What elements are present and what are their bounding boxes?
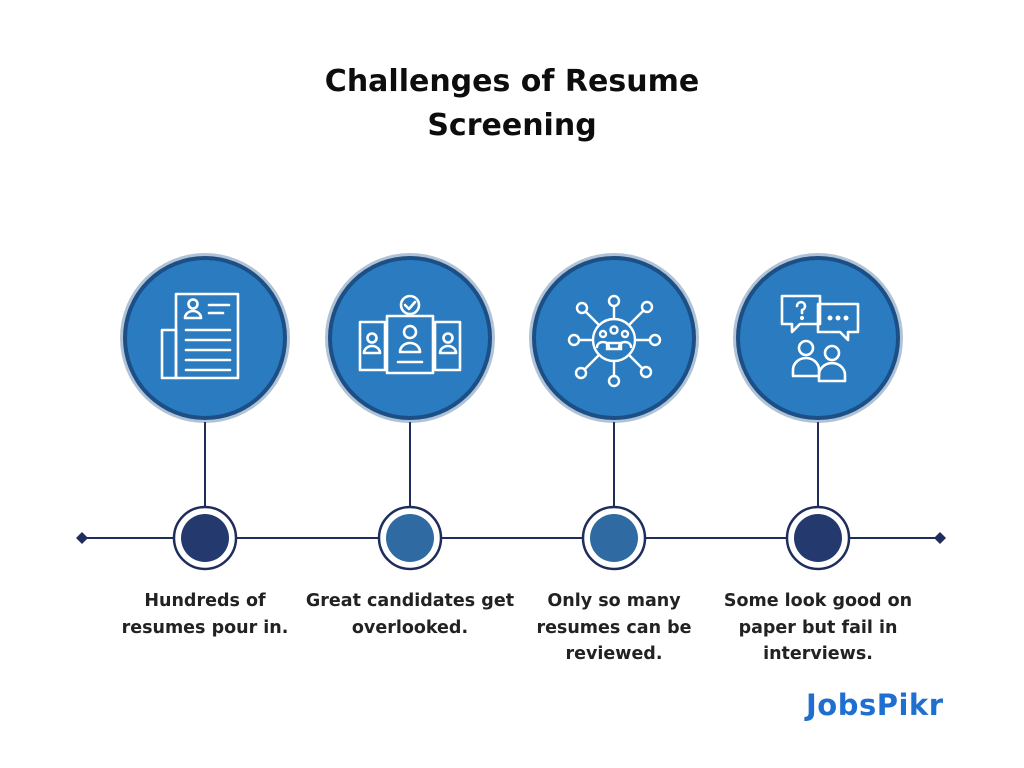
timeline-right-end-marker <box>934 532 946 544</box>
diagram-title: Challenges of Resume Screening <box>0 60 1024 148</box>
timeline-node-4 <box>785 505 851 571</box>
jobspikr-logo: JobsPikr <box>806 688 944 722</box>
step-circle-2 <box>325 253 495 423</box>
step-circle-4 <box>733 253 903 423</box>
step-circle-3 <box>529 253 699 423</box>
team-network-icon <box>567 294 662 388</box>
timeline-node-2 <box>377 505 443 571</box>
timeline-node-1 <box>172 505 238 571</box>
timeline-left-end-marker <box>76 532 88 544</box>
title-line-2: Screening <box>427 108 597 143</box>
interview-conversation-icon <box>780 294 860 383</box>
step-1-caption: Hundreds of resumes pour in. <box>121 591 289 638</box>
step-4-caption: Some look good on paper but fail in inte… <box>723 591 913 664</box>
candidate-profiles-check-icon <box>358 294 462 375</box>
timeline-node-3 <box>581 505 647 571</box>
resume-document-icon <box>160 292 240 380</box>
title-line-1: Challenges of Resume <box>324 64 700 99</box>
step-circle-1 <box>120 253 290 423</box>
step-2-caption: Great candidates get overlooked. <box>305 591 515 638</box>
step-3-caption: Only so many resumes can be reviewed. <box>536 591 692 664</box>
